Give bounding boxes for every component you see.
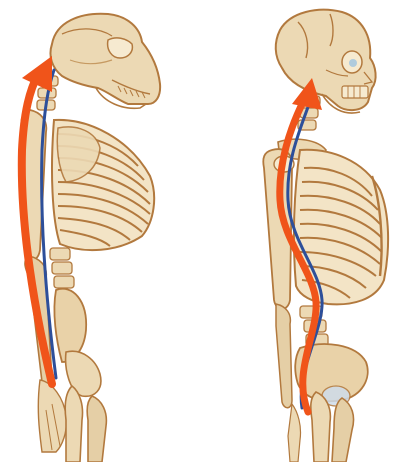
ape-pelvis xyxy=(50,248,101,396)
ape-leg xyxy=(65,386,106,462)
human-legs xyxy=(288,392,354,462)
ape-ribcage xyxy=(52,120,154,250)
human-skull xyxy=(276,10,376,113)
arrow-head-icon xyxy=(22,56,52,92)
ape-skeleton xyxy=(21,14,160,462)
human-skeleton xyxy=(263,10,388,462)
ape-skull xyxy=(50,14,160,109)
